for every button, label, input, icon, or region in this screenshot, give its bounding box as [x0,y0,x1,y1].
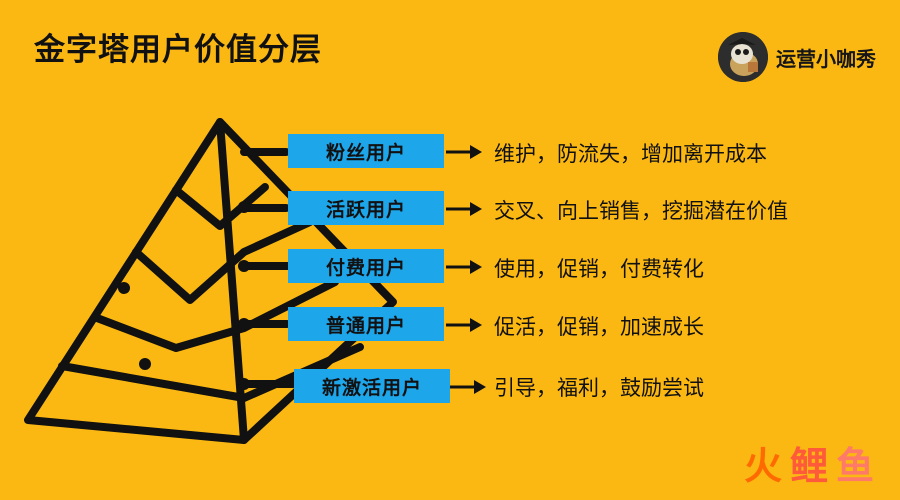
layer-label-fans: 粉丝用户 [288,134,444,168]
layer-label-paid: 付费用户 [288,249,444,283]
layer-label-active: 活跃用户 [288,191,444,225]
layer-label-regular: 普通用户 [288,307,444,341]
watermark-fish-text: 鱼 [836,435,878,490]
layer-description-fans: 维护，防流失，增加离开成本 [494,138,767,168]
pyramid-dot [238,318,250,330]
pyramid-dot [118,282,130,294]
arrow-right-icon [446,142,486,162]
layer-description-paid: 使用，促销，付费转化 [494,253,704,283]
layer-label-new: 新激活用户 [294,369,450,403]
pyramid-dot [238,378,250,390]
pyramid-dot [238,201,250,213]
arrow-right-icon [450,377,490,397]
watermark-carp-text: 鲤 [790,435,832,490]
pyramid-layer-2 [136,222,310,300]
layer-description-active: 交叉、向上销售，挖掘潜在价值 [494,195,788,225]
layer-description-new: 引导，福利，鼓励尝试 [494,372,704,402]
pyramid-dot [238,260,250,272]
layer-description-regular: 促活，促销，加速成长 [494,311,704,341]
arrow-right-icon [446,199,486,219]
arrow-right-icon [446,257,486,277]
watermark-fire-text: 火 [744,435,786,490]
arrow-right-icon [446,315,486,335]
pyramid-dot [139,358,151,370]
watermark-logo: 火 鲤 鱼 [744,435,878,490]
